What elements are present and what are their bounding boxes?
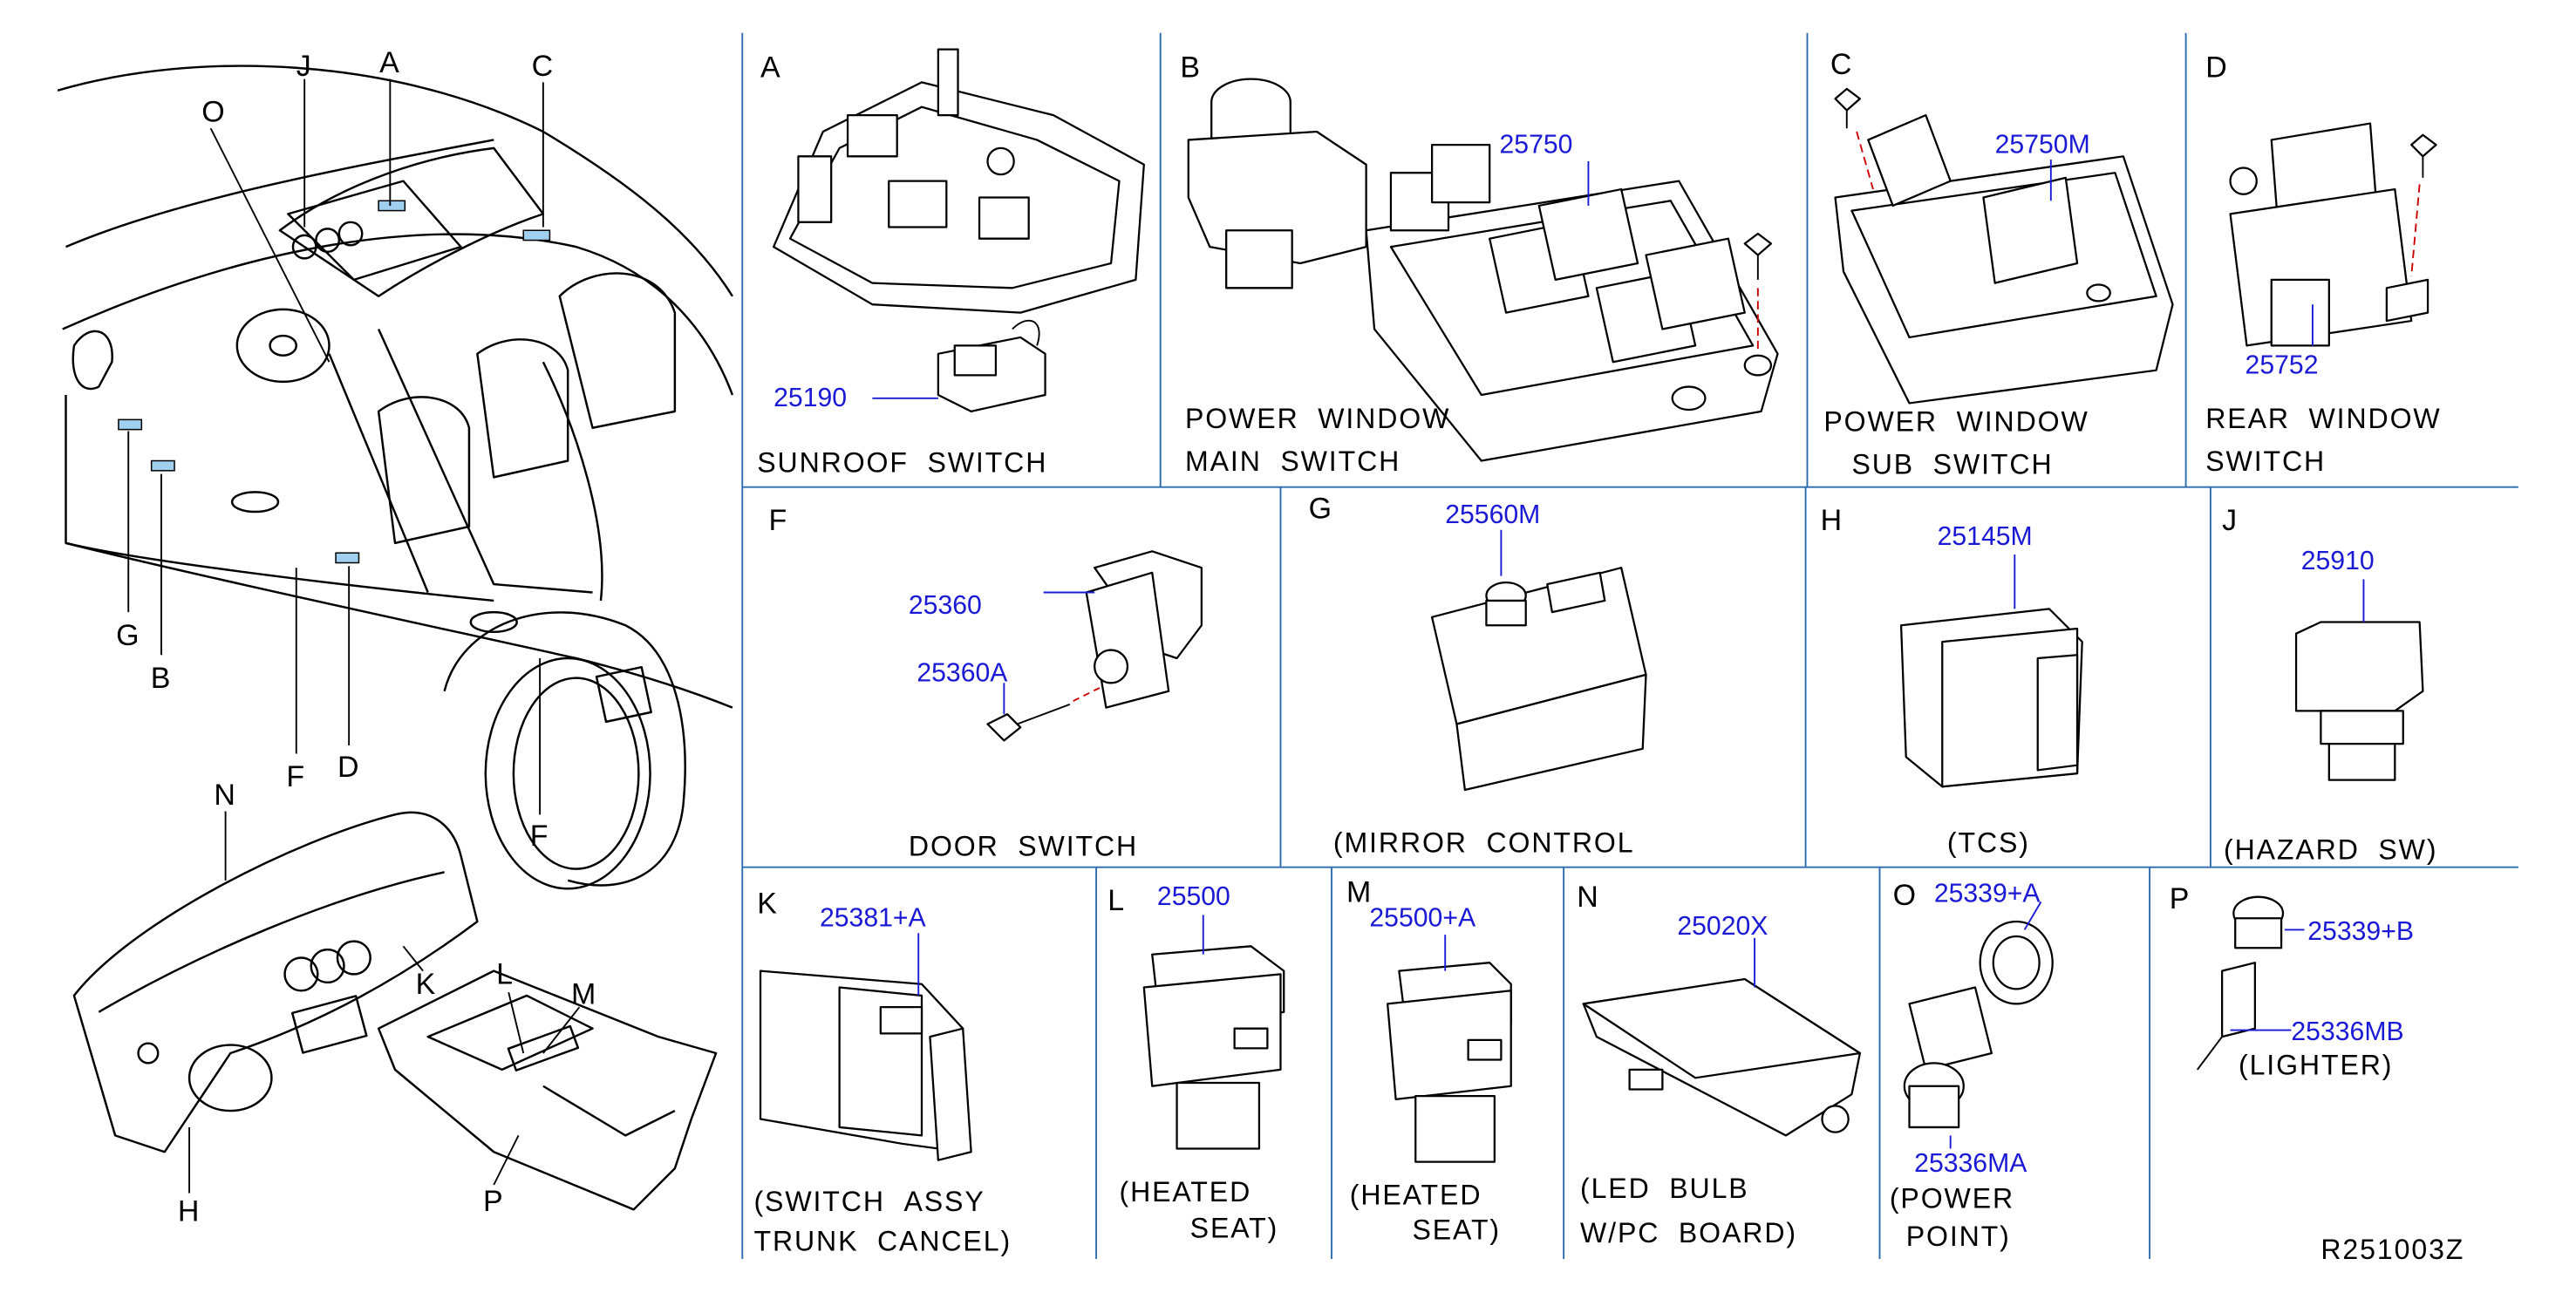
part-number-1: 25339+A: [1934, 879, 2041, 908]
part-number: 25190: [773, 384, 847, 412]
panel-caption-line1: POWER WINDOW: [1185, 403, 1450, 434]
panel-letter: H: [1821, 504, 1843, 537]
part-number: 25750M: [1995, 131, 2090, 160]
part-number-1: 25339+B: [2307, 917, 2414, 946]
panel-caption: SUNROOF SWITCH: [757, 447, 1047, 479]
panel-caption-line2: MAIN SWITCH: [1185, 446, 1400, 477]
overview-label-G: G: [116, 619, 140, 652]
panel-letter: A: [760, 51, 782, 85]
overview-label-O: O: [201, 96, 226, 129]
panel-caption-line1: POWER WINDOW: [1823, 406, 2089, 438]
panel-caption-line2: SEAT): [1190, 1212, 1279, 1243]
panel-caption-line1: (SWITCH ASSY: [753, 1186, 985, 1217]
overview-labels: J A C O G B F D F N K L M H P: [116, 46, 597, 1228]
overview-label-B: B: [151, 662, 173, 695]
panel-letter: G: [1309, 493, 1333, 526]
panel-caption: (MIRROR CONTROL: [1333, 827, 1635, 859]
part-number-2: 25336MA: [1914, 1149, 2027, 1178]
overview-label-C: C: [532, 50, 555, 83]
overview-label-L: L: [496, 958, 515, 991]
panel-caption-line1: (LED BULB: [1580, 1173, 1749, 1204]
panel-caption-line1: (HEATED: [1120, 1176, 1252, 1208]
panel-letter: M: [1346, 875, 1373, 908]
overview-label-F2: F: [530, 820, 550, 853]
overview-label-A: A: [379, 46, 401, 79]
part-number: 25500: [1157, 882, 1230, 911]
part-number: 25560M: [1445, 500, 1540, 529]
panel-caption-line2: SWITCH: [2205, 446, 2326, 477]
part-number: 25500+A: [1369, 904, 1476, 933]
drawing-id: R251003Z: [2320, 1234, 2464, 1265]
panel-A: A 25190 SUNROOF SWITCH: [757, 48, 1145, 479]
panel-B: B 25750 POWER WINDOW MAIN SWITCH: [1180, 51, 1779, 477]
panel-letter: F: [768, 504, 788, 537]
panel-M: M 25500+A (HEATED SEAT): [1346, 875, 1512, 1245]
overview-label-F1: F: [286, 760, 306, 793]
panel-letter: L: [1107, 884, 1126, 917]
panel-letter: P: [2170, 882, 2191, 915]
panel-letter: O: [1893, 879, 1918, 912]
part-number-1: 25360: [909, 591, 982, 620]
part-number-2: 25336MB: [2291, 1017, 2403, 1046]
overview-label-H: H: [178, 1195, 201, 1228]
panel-L: L 25500 (HEATED SEAT): [1107, 882, 1285, 1243]
panel-grid: [741, 32, 2518, 1259]
panel-caption: (LIGHTER): [2239, 1050, 2393, 1081]
panel-caption-line2: POINT): [1906, 1221, 2011, 1252]
panel-caption: (TCS): [1947, 827, 2030, 859]
panel-C: C 25750M POWER WINDOW SUB SWITCH: [1823, 48, 2174, 480]
overview-label-N: N: [214, 779, 236, 812]
part-number: 25750: [1500, 131, 1573, 160]
overview-label-M: M: [571, 977, 597, 1010]
panel-H: H 25145M (TCS): [1821, 504, 2083, 859]
panel-letter: N: [1577, 881, 1599, 914]
panel-caption-line1: (HEATED: [1350, 1180, 1482, 1211]
panel-caption-line2: SEAT): [1412, 1214, 1501, 1245]
overview-label-J: J: [296, 50, 313, 83]
panel-letter: B: [1180, 51, 1202, 85]
panel-N: N 25020X (LED BULB W/PC BOARD): [1577, 881, 1862, 1248]
panel-F: F 25360 25360A DOOR SWITCH: [768, 504, 1203, 862]
panel-caption: (HAZARD SW): [2224, 833, 2437, 865]
panel-caption-line1: REAR WINDOW: [2205, 403, 2441, 434]
overview-label-D: D: [337, 751, 360, 784]
overview-label-K: K: [416, 968, 438, 1001]
panel-letter: J: [2222, 504, 2239, 537]
panel-letter: C: [1830, 48, 1853, 81]
panel-J: J 25910 (HAZARD SW): [2222, 504, 2437, 866]
part-number-2: 25360A: [917, 658, 1008, 687]
part-number: 25752: [2245, 350, 2319, 379]
part-number: 25145M: [1938, 522, 2033, 551]
vehicle-overview: [57, 65, 734, 1211]
panel-caption-line2: W/PC BOARD): [1580, 1217, 1797, 1248]
panel-letter: K: [757, 888, 779, 921]
overview-label-P: P: [483, 1185, 505, 1218]
panel-G: G 25560M (MIRROR CONTROL: [1309, 493, 1647, 859]
part-number: 25910: [2301, 547, 2375, 575]
panel-K: K 25381+A (SWITCH ASSY TRUNK CANCEL): [753, 888, 1012, 1257]
part-number: 25381+A: [820, 904, 927, 933]
panel-letter: D: [2205, 51, 2228, 85]
panel-P: P 25339+B 25336MB (LIGHTER): [2170, 882, 2414, 1081]
panel-caption-line1: (POWER: [1890, 1182, 2014, 1214]
panel-caption: DOOR SWITCH: [909, 831, 1138, 862]
part-number: 25020X: [1677, 912, 1768, 941]
panel-caption-line2: SUB SWITCH: [1851, 449, 2053, 480]
panel-O: O 25339+A 25336MA (POWER POINT): [1890, 879, 2054, 1252]
panel-D: D 25752 REAR WINDOW SWITCH: [2205, 51, 2441, 477]
panel-caption-line2: TRUNK CANCEL): [753, 1226, 1012, 1257]
